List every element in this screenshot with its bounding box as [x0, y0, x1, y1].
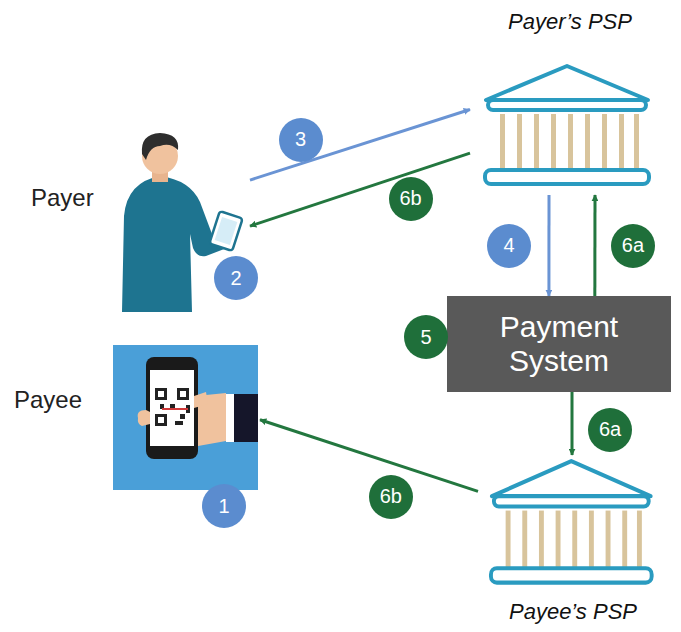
step-number: 6b	[389, 177, 433, 221]
step-number: 4	[487, 224, 531, 268]
payee-psp-bank-icon	[491, 461, 652, 583]
payer-psp-bank-icon	[485, 66, 649, 184]
step-number: 6a	[611, 224, 655, 268]
bank-node: Payee’s PSP	[478, 455, 668, 628]
payee-node: Payee	[8, 345, 260, 455]
flow-arrow	[593, 195, 596, 296]
node-label: Payment System	[472, 310, 647, 379]
flow-arrow	[260, 420, 478, 492]
callout-number: 5	[404, 315, 448, 359]
system-box: Payment System	[447, 296, 671, 392]
node-label: Payer	[31, 184, 94, 212]
flow-arrow	[250, 110, 470, 181]
step-number: 6b	[369, 475, 413, 519]
flow-arrow	[547, 195, 550, 296]
flow-arrow	[250, 153, 470, 226]
callout-number: 1	[202, 484, 246, 528]
node-label: Payer’s PSP	[508, 9, 632, 34]
callout-number: 2	[214, 256, 258, 300]
step-number: 6a	[588, 408, 632, 452]
node-label: Payee	[14, 386, 82, 414]
person-node: Payer	[25, 120, 250, 276]
bank-node: Payer’s PSP	[470, 5, 670, 195]
flow-arrow	[570, 392, 573, 455]
step-number: 3	[279, 118, 323, 162]
node-label: Payee’s PSP	[509, 599, 637, 624]
payee-phone-image	[113, 345, 258, 490]
